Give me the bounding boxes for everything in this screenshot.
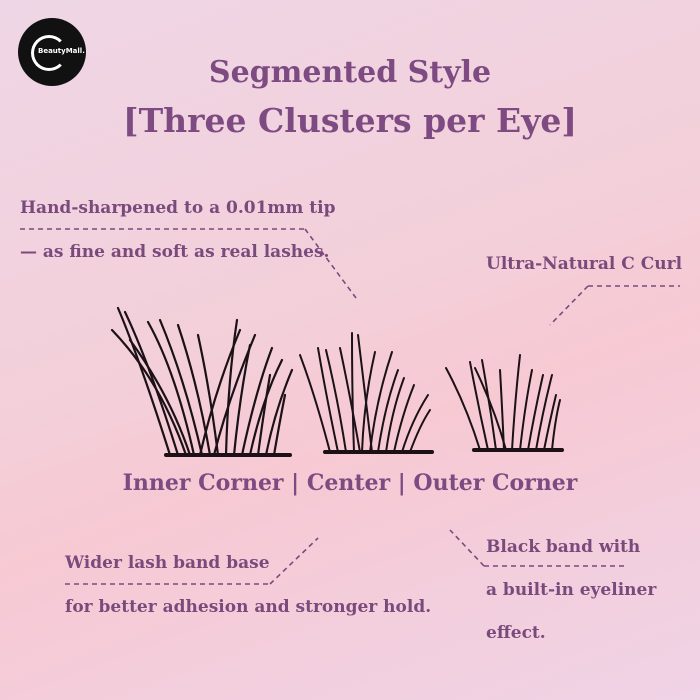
curl-leader: [549, 285, 589, 326]
black-band-note-line2: a built-in eyeliner: [486, 580, 657, 600]
center-cluster: [299, 332, 434, 454]
curl-note: Ultra-Natural C Curl: [486, 254, 683, 274]
cluster-position-labels: Inner Corner | Center | Outer Corner: [122, 470, 578, 496]
logo-text: BeautyMall.: [38, 47, 85, 55]
band-note-line2: for better adhesion and stronger hold.: [65, 597, 432, 617]
outer-corner-cluster: [445, 354, 564, 452]
inner-corner-cluster: [110, 306, 294, 457]
band-note-line1: Wider lash band base: [65, 553, 270, 573]
black-band-leader: [449, 529, 485, 567]
brand-logo: BeautyMall.: [18, 18, 86, 86]
logo-ring-icon: [31, 35, 67, 71]
tip-leader: [304, 228, 357, 299]
title-line-1: Segmented Style: [208, 55, 492, 90]
band-leader: [269, 537, 319, 585]
black-band-note-line1: Black band with: [486, 537, 641, 557]
black-band-note-line3: effect.: [486, 623, 546, 643]
tip-note-line1: Hand-sharpened to a 0.01mm tip: [20, 198, 336, 218]
tip-note-line2: — as fine and soft as real lashes.: [20, 242, 330, 262]
lash-clusters: [110, 306, 564, 457]
title-line-2: [Three Clusters per Eye]: [123, 101, 577, 140]
